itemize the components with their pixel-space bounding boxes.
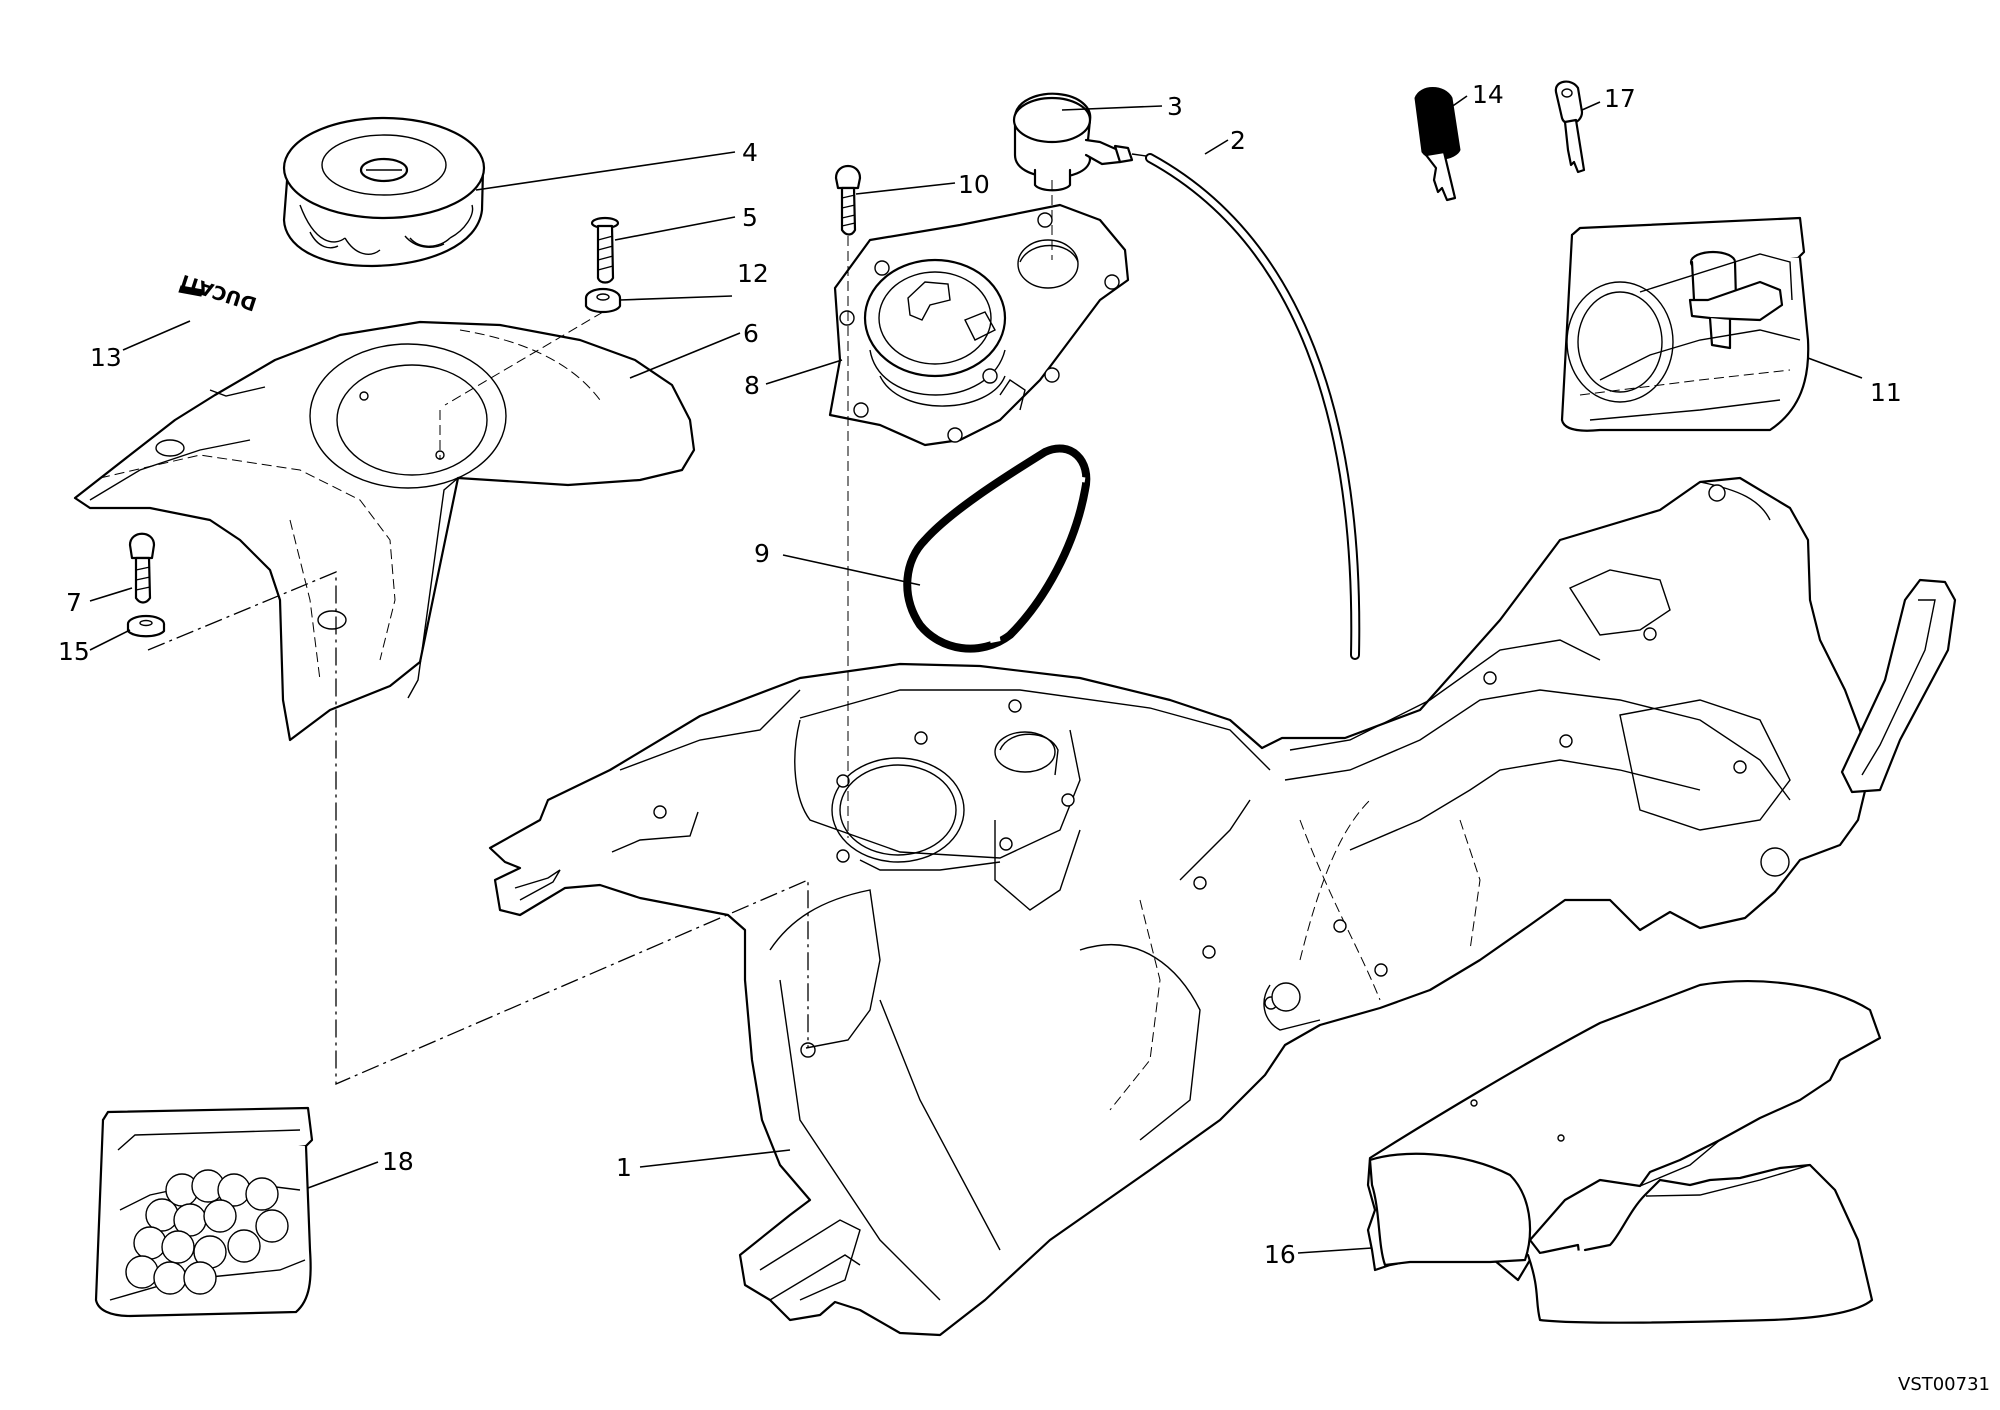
callout-5: 5: [742, 203, 758, 232]
part-gasket: [903, 444, 1091, 653]
callout-11: 11: [1870, 378, 1902, 407]
part-washer-12: [584, 287, 622, 314]
part-lock-assembly: [1560, 216, 1810, 432]
callout-7: 7: [66, 588, 82, 617]
callout-13: 13: [90, 343, 122, 372]
callout-17: 17: [1604, 84, 1636, 113]
assembly-centerlines: [147, 180, 1053, 1085]
emblem-badges: [125, 1169, 289, 1295]
part-key-silver: [1554, 80, 1586, 174]
part-screw-10: [834, 164, 862, 236]
callout-16: 16: [1264, 1240, 1296, 1269]
callout-9: 9: [754, 539, 770, 568]
callout-labels: 1 2 3 4 5 6 7 8 9 10 11 12 13 14 15 16 1…: [58, 80, 1902, 1269]
callout-18: 18: [382, 1147, 414, 1176]
part-emblem-kit: [94, 1106, 314, 1318]
callout-15: 15: [58, 637, 90, 666]
callout-8: 8: [744, 371, 760, 400]
callout-10: 10: [958, 170, 990, 199]
callout-1: 1: [616, 1153, 632, 1182]
leader-lines: [89, 95, 1863, 1254]
part-breather-hose: [1145, 153, 1361, 660]
drawing-code: VST00731: [1898, 1374, 1990, 1395]
callout-14: 14: [1472, 80, 1504, 109]
callout-12: 12: [737, 259, 769, 288]
callout-6: 6: [743, 319, 759, 348]
part-tank-cover: [73, 320, 696, 742]
part-screw-7: [128, 532, 156, 604]
part-filler-flange: [828, 203, 1130, 447]
callout-2: 2: [1230, 126, 1246, 155]
part-key-black: [1414, 87, 1461, 202]
part-filler-cap: [282, 116, 486, 268]
part-heat-shield: [1366, 980, 1882, 1324]
part-ducati-logo: DUCATI: [178, 270, 259, 315]
callout-4: 4: [742, 138, 758, 167]
part-washer-15: [126, 614, 166, 638]
part-fuel-tank: [488, 476, 1957, 1337]
part-screw-5: [590, 216, 620, 284]
callout-3: 3: [1167, 92, 1183, 121]
